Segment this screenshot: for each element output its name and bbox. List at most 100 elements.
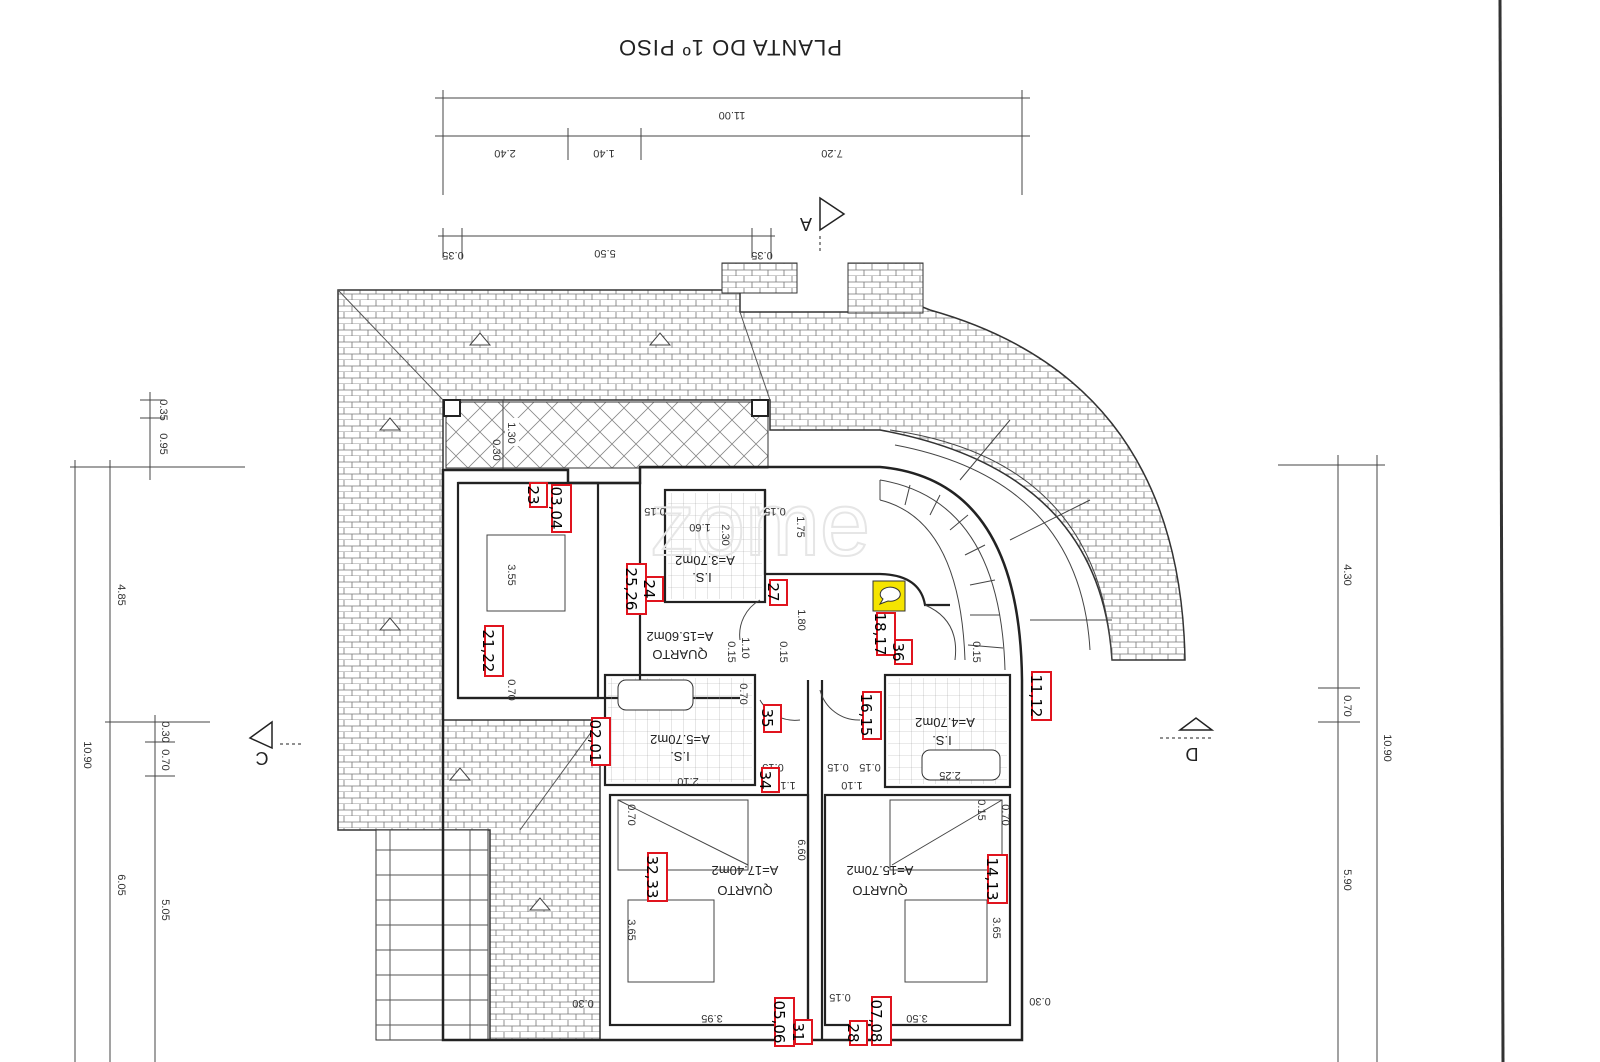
svg-text:0.15: 0.15 [644, 505, 665, 517]
dim-label: 2.40 [494, 147, 515, 159]
left-dimension-lines [70, 392, 245, 1062]
room-area: A=15.60m2 [647, 629, 714, 644]
annotation-label: 05,06 [770, 997, 795, 1047]
svg-text:0.70: 0.70 [505, 679, 517, 700]
room-name: I.S. [932, 733, 952, 748]
speech-bubble-icon[interactable] [872, 580, 906, 612]
annotation-label: 34 [756, 767, 780, 793]
svg-text:0.15: 0.15 [975, 799, 987, 820]
roof-tiles [337, 262, 1186, 1041]
svg-text:23: 23 [524, 485, 542, 504]
svg-text:C: C [256, 748, 269, 768]
room-name: QUARTO [717, 883, 772, 898]
svg-text:D: D [1186, 744, 1199, 764]
dim-label: 0.30 [159, 721, 171, 742]
svg-text:02,01: 02,01 [586, 720, 604, 763]
svg-text:3.95: 3.95 [701, 1012, 722, 1024]
room-name: I.S. [692, 570, 712, 585]
room-area: A=17.40m2 [712, 863, 779, 878]
annotation-label: 28 [844, 1020, 868, 1046]
dim-label: 1.40 [593, 147, 614, 159]
room-name: QUARTO [852, 883, 907, 898]
svg-text:25,26: 25,26 [622, 568, 640, 611]
section-marker-d: D [1160, 717, 1215, 764]
interior-dimensions: 3.55 0.70 0.30 0.15 1.60 2.30 0.15 1.75 … [490, 439, 1051, 1024]
svg-text:36: 36 [889, 642, 907, 661]
dim-label: 6.05 [115, 874, 127, 895]
svg-text:24: 24 [640, 579, 658, 598]
terrace [445, 401, 769, 469]
svg-text:0.70: 0.70 [737, 683, 749, 704]
curved-balcony [889, 419, 1113, 661]
svg-text:0.30: 0.30 [1029, 995, 1050, 1007]
dim-label-background [505, 418, 519, 446]
dim-label: 5.50 [594, 247, 615, 259]
svg-text:0.30: 0.30 [572, 997, 593, 1009]
svg-text:1.60: 1.60 [689, 521, 710, 533]
dim-label: 0.70 [1341, 695, 1353, 716]
annotation-label: 23 [524, 482, 548, 508]
section-marker-a: A [800, 196, 846, 252]
annotation-label: 31 [789, 1019, 813, 1045]
watermark: zome [650, 475, 870, 575]
svg-text:0.15: 0.15 [777, 641, 789, 662]
room-area: A=15.70m2 [847, 863, 914, 878]
building-walls [441, 465, 1024, 1042]
annotation-label: 35 [758, 704, 782, 733]
room-name: QUARTO [652, 647, 707, 662]
svg-text:16,15: 16,15 [857, 694, 875, 737]
dim-label: 11.00 [719, 109, 746, 121]
svg-text:0.30: 0.30 [490, 439, 502, 460]
svg-text:2.10: 2.10 [677, 775, 698, 787]
svg-text:0.15: 0.15 [725, 641, 737, 662]
svg-text:14,13: 14,13 [983, 858, 1001, 901]
svg-text:32,33: 32,33 [643, 856, 661, 899]
svg-text:0.15: 0.15 [970, 641, 982, 662]
dim-label: 0.95 [157, 433, 169, 454]
top-dimension-lines [435, 90, 1030, 258]
svg-text:3.50: 3.50 [906, 1012, 927, 1024]
annotation-label: 21,22 [479, 625, 504, 677]
svg-text:11,12: 11,12 [1027, 675, 1045, 718]
svg-text:31: 31 [789, 1022, 807, 1041]
annotation-label: 16,15 [857, 691, 882, 740]
room-labels: QUARTO A=15.60m2 I.S. A=3.70m2 I.S. A=5.… [647, 553, 975, 898]
svg-text:18,17: 18,17 [871, 613, 889, 656]
svg-text:0.15: 0.15 [829, 991, 850, 1003]
svg-text:0.70: 0.70 [999, 804, 1011, 825]
annotations: 23 03,04 25,26 24 21,22 27 18,17 36 35 1… [479, 482, 1052, 1047]
dim-label: 1.30 [505, 422, 517, 443]
svg-text:A: A [800, 214, 812, 234]
svg-text:34: 34 [756, 770, 774, 789]
drawing-title: PLANTA DO 1º PISO [618, 35, 842, 60]
svg-text:05,06: 05,06 [770, 1001, 788, 1044]
dim-label: 0.35 [157, 399, 169, 420]
svg-text:07,08: 07,08 [867, 1000, 885, 1043]
annotation-label: 07,08 [867, 996, 892, 1046]
svg-text:0.15: 0.15 [764, 505, 785, 517]
annotation-label: 25,26 [622, 563, 647, 615]
room-area: A=4.70m2 [915, 715, 975, 730]
dim-label: 5.90 [1341, 869, 1353, 890]
room-area: A=3.70m2 [675, 553, 735, 568]
svg-text:3.55: 3.55 [505, 564, 517, 585]
svg-text:21,22: 21,22 [479, 630, 497, 673]
svg-text:3.65: 3.65 [625, 919, 637, 940]
annotation-label: 11,12 [1027, 671, 1052, 721]
svg-text:27: 27 [764, 582, 782, 601]
svg-text:1.10: 1.10 [841, 779, 862, 791]
annotation-label: 36 [889, 639, 913, 665]
room-name: I.S. [670, 749, 690, 764]
right-dimension-lines [1278, 455, 1385, 1062]
svg-text:0.70: 0.70 [625, 804, 637, 825]
sheet-border [1498, 0, 1505, 1062]
svg-text:2.30: 2.30 [719, 524, 731, 545]
svg-text:1.75: 1.75 [794, 516, 806, 537]
annotation-label: 03,04 [547, 484, 572, 533]
dim-label: 5.05 [159, 899, 171, 920]
section-marker-c: C [248, 720, 302, 768]
svg-text:28: 28 [844, 1023, 862, 1042]
dim-label: 0.70 [159, 749, 171, 770]
dim-label: 10.90 [81, 741, 93, 769]
